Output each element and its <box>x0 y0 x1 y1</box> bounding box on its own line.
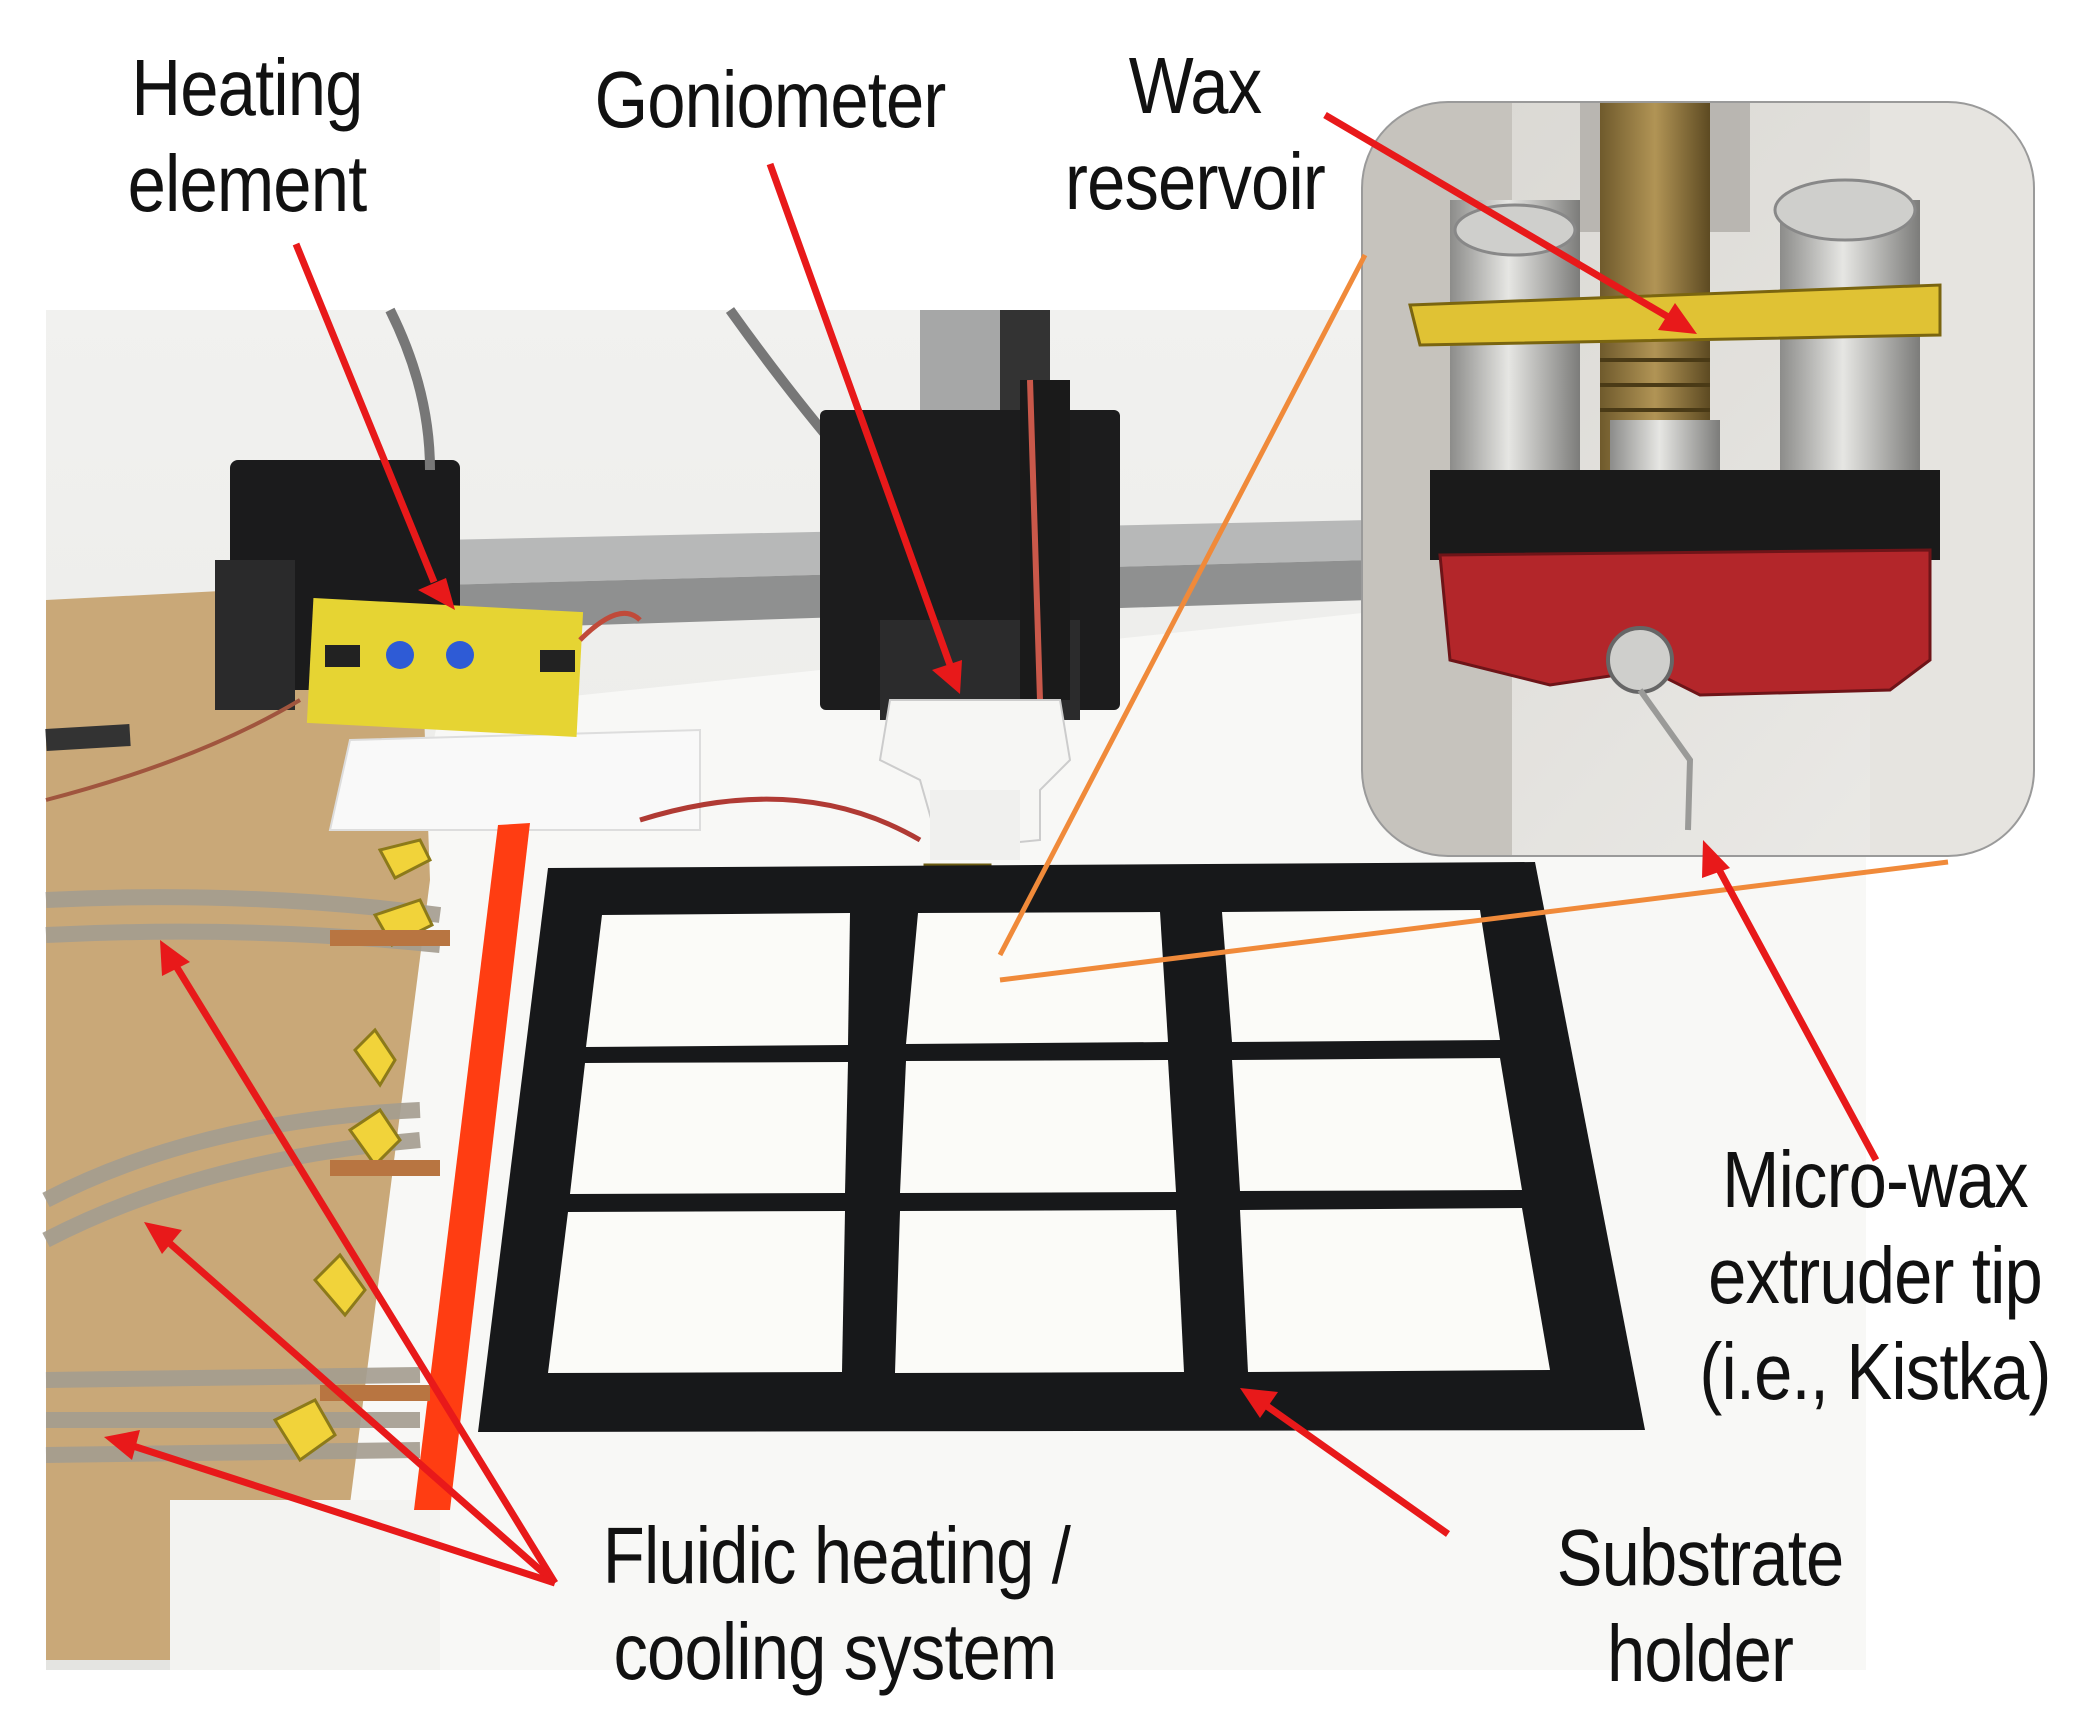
pcb-board <box>306 598 584 737</box>
goniometer-part <box>878 699 1072 852</box>
label-micro-wax-line3: (i.e., Kistka) <box>1699 1327 2051 1416</box>
label-substrate-holder-line2: holder <box>1606 1609 1794 1698</box>
label-wax-reservoir-line2: reservoir <box>1065 137 1326 226</box>
extruder-tip-needle <box>1637 688 1694 831</box>
arrow-heating-element <box>292 242 455 610</box>
arrow-fluidic-2 <box>144 1222 558 1586</box>
label-micro-wax-line1: Micro-wax <box>1722 1135 2029 1224</box>
label-wax-reservoir-line1: Wax <box>1128 41 1262 130</box>
label-substrate-holder: Substrate holder <box>1554 1510 1846 1702</box>
annotation-arrows <box>104 111 1880 1587</box>
label-fluidic-line1: Fluidic heating / <box>602 1511 1071 1600</box>
label-heating-element: Heating element <box>114 40 381 232</box>
label-heating-element-line1: Heating <box>131 43 363 132</box>
label-fluidic-system: Fluidic heating / cooling system <box>602 1508 1071 1700</box>
arrow-micro-wax-tip <box>1702 840 1880 1162</box>
arrow-fluidic-3 <box>104 1430 557 1587</box>
red-nozzle-block <box>1438 548 1932 697</box>
substrate-holder-frame <box>478 862 1645 1432</box>
label-heating-element-line2: element <box>127 139 368 228</box>
arrow-substrate-holder <box>1240 1388 1451 1537</box>
inset-photo <box>1362 102 2034 856</box>
label-goniometer: Goniometer <box>589 52 950 148</box>
label-goniometer-line1: Goniometer <box>594 55 947 144</box>
inset-connectors <box>997 253 1949 983</box>
label-fluidic-line2: cooling system <box>613 1607 1057 1696</box>
arrow-goniometer <box>766 162 962 694</box>
slots <box>548 910 1550 1373</box>
red-bar <box>414 823 530 1510</box>
label-wax-reservoir: Wax reservoir <box>1062 38 1329 230</box>
label-substrate-holder-line1: Substrate <box>1556 1513 1845 1602</box>
arrow-fluidic-1 <box>160 940 558 1585</box>
label-micro-wax-line2: extruder tip <box>1708 1231 2043 1320</box>
yellow-valves <box>272 838 434 1463</box>
label-micro-wax-tip: Micro-wax extruder tip (i.e., Kistka) <box>1690 1132 2060 1420</box>
arrow-wax-reservoir <box>1323 111 1697 334</box>
